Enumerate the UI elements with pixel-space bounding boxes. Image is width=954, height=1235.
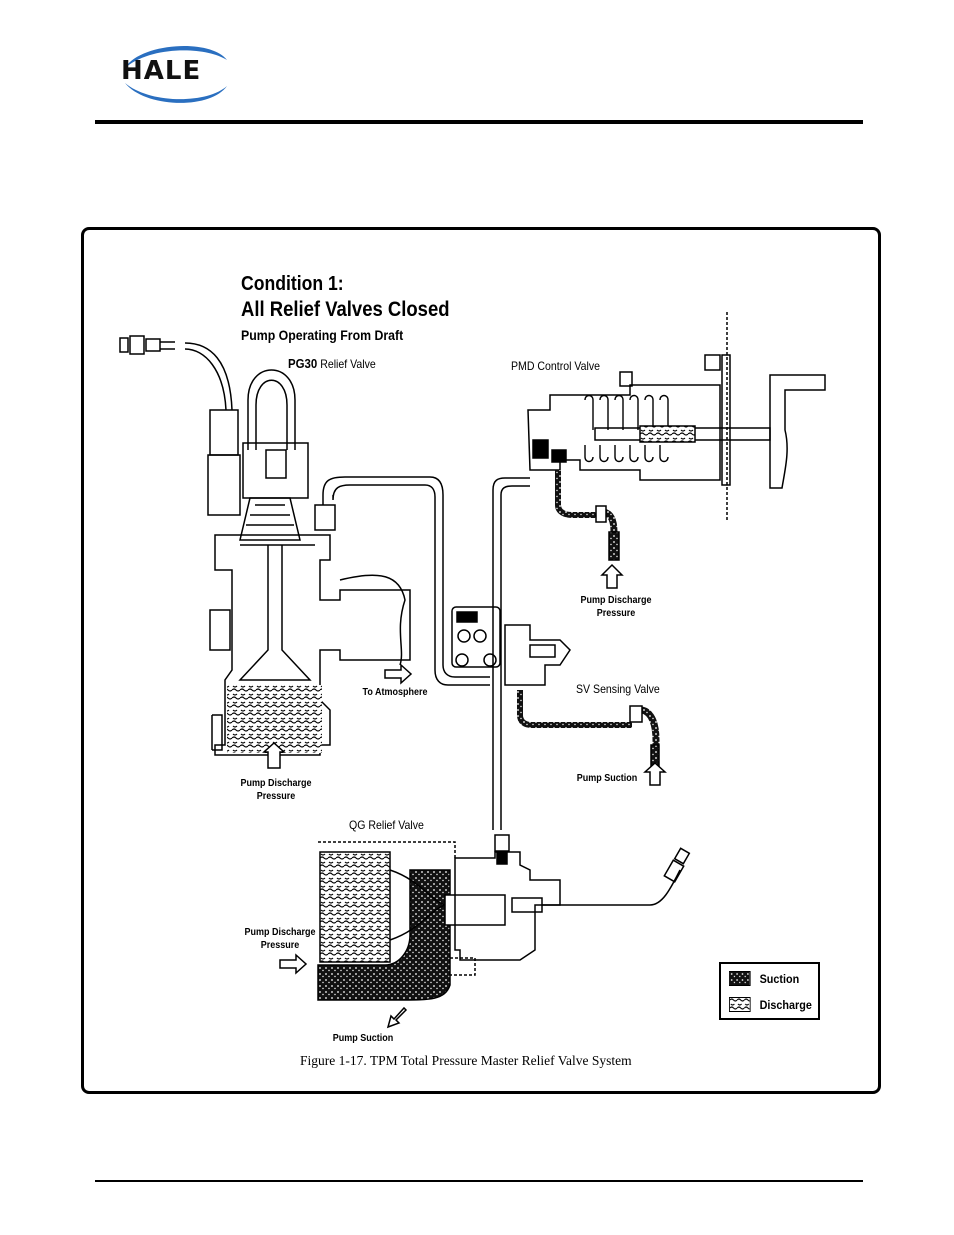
pg30-relief-valve	[119, 335, 490, 756]
pg30-model: PG30	[288, 356, 318, 371]
pmd-pump-discharge-line2: Pressure	[596, 608, 636, 619]
legend-label-discharge: Discharge	[759, 997, 812, 1012]
condition-heading: Condition 1:	[241, 273, 344, 295]
qg-suction-region	[317, 869, 451, 1001]
pmd-pump-discharge-line1: Pump Discharge	[580, 595, 652, 606]
sv-pump-suction-label: Pump Suction	[576, 773, 638, 784]
legend: Suction Discharge	[719, 962, 820, 1020]
pmd-control-valve-label: PMD Control Valve	[511, 359, 601, 373]
logo-swoosh-icon	[125, 46, 227, 103]
pmd-control-valve	[527, 312, 826, 561]
qg-connector-icon	[663, 847, 691, 883]
logo-text: HALE	[121, 56, 202, 86]
figure-frame	[81, 227, 881, 1094]
qg-discharge-arrow-icon	[279, 953, 308, 975]
qg-pump-suction-label: Pump Suction	[332, 1033, 394, 1044]
sv-sensing-valve	[451, 606, 660, 771]
pg30-name: Relief Valve	[317, 357, 376, 371]
condition-subtitle: Pump Operating From Draft	[241, 327, 404, 343]
suction-pattern-icon	[729, 971, 751, 986]
pg30-pump-discharge-line2: Pressure	[256, 791, 296, 802]
legend-item-discharge: Discharge	[729, 997, 812, 1012]
qg-discharge-region	[319, 851, 391, 963]
to-atmosphere-arrow-icon	[384, 663, 413, 685]
discharge-pattern-icon	[729, 997, 751, 1012]
qg-pump-discharge-line2: Pressure	[260, 940, 300, 951]
qg-pump-discharge-line1: Pump Discharge	[244, 927, 316, 938]
pmd-discharge-arrow-icon	[600, 563, 624, 589]
qg-relief-valve	[317, 834, 691, 1001]
sv-pump-suction-arrow-icon	[643, 761, 667, 786]
pg30-relief-valve-label: PG30 Relief Valve	[288, 356, 376, 371]
qg-relief-valve-label: QG Relief Valve	[349, 818, 424, 832]
pg30-discharge-region	[227, 685, 322, 753]
pmd-pump-discharge-label: Pump Discharge Pressure	[578, 594, 654, 620]
sv-sensing-valve-label: SV Sensing Valve	[576, 682, 660, 696]
hale-logo: HALE	[115, 38, 235, 108]
to-atmosphere-label: To Atmosphere	[362, 687, 428, 698]
legend-label-suction: Suction	[759, 971, 800, 986]
pmd-spring	[584, 394, 669, 463]
pg30-pump-discharge-line1: Pump Discharge	[240, 778, 312, 789]
header-rule	[95, 120, 863, 124]
condition-title: All Relief Valves Closed	[241, 298, 450, 321]
qg-suction-arrow-icon	[386, 1006, 408, 1029]
sensing-line-inner	[500, 485, 530, 830]
pg30-connector-icon	[119, 335, 175, 355]
pg30-pump-discharge-label: Pump Discharge Pressure	[238, 777, 314, 803]
footer-rule	[95, 1180, 863, 1182]
qg-pump-discharge-label: Pump Discharge Pressure	[242, 926, 318, 952]
sensing-line-outer	[492, 477, 530, 830]
figure-caption: Figure 1-17. TPM Total Pressure Master R…	[300, 1053, 632, 1068]
pg30-discharge-arrow-icon	[262, 741, 286, 769]
legend-item-suction: Suction	[729, 971, 799, 986]
